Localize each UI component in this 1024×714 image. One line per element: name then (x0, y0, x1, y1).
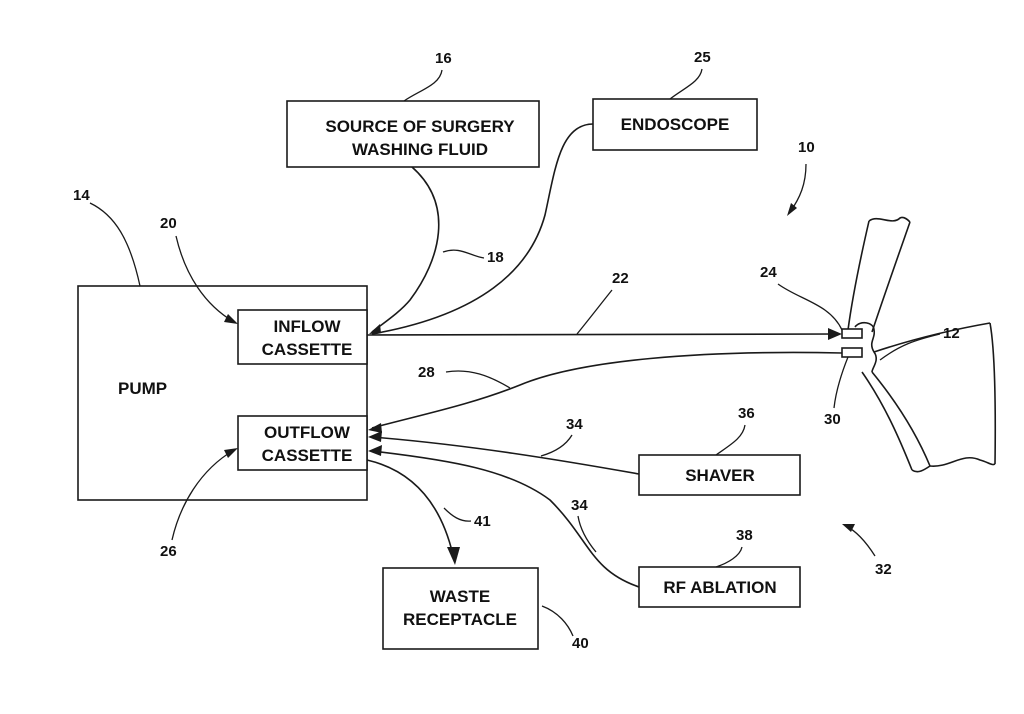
source-to-inflow-arrowhead (369, 324, 381, 334)
inflow-label-line2: CASSETTE (262, 340, 353, 359)
ref-16-leader (403, 69, 443, 102)
ref-16: 16 (435, 50, 452, 67)
ref-26: 26 (160, 543, 177, 560)
ref-24: 24 (760, 264, 777, 281)
inflow-port (841, 328, 863, 339)
ref-25: 25 (694, 49, 711, 66)
ref-25-leader (669, 68, 703, 100)
ref-40-leader (541, 605, 574, 637)
port-to-outflow-arrowhead (368, 423, 382, 433)
inflow-cassette-box: INFLOW CASSETTE (237, 309, 368, 365)
ref-20-leader (175, 235, 235, 323)
outflow-label-line2: CASSETTE (262, 446, 353, 465)
ref-28-leader (445, 370, 511, 389)
ref-20-arrowhead (224, 314, 238, 324)
source-box: SOURCE OF SURGERY WASHING FLUID (286, 100, 540, 168)
endoscope-to-inflow-line (371, 123, 594, 335)
rf-ablation-box: RF ABLATION (638, 566, 801, 608)
endoscope-box: ENDOSCOPE (592, 98, 758, 151)
ref-22-leader (576, 289, 613, 335)
ref-38: 38 (736, 527, 753, 544)
inflow-to-port-arrowhead (828, 328, 842, 340)
ref-12-leader (879, 333, 941, 361)
ref-34-lower-leader (577, 515, 597, 553)
ref-14-leader (89, 202, 141, 287)
shaver-to-outflow-arrowhead (368, 431, 382, 442)
inflow-label-line1: INFLOW (273, 317, 341, 336)
ref-22: 22 (612, 270, 629, 287)
ref-41-leader (443, 507, 472, 522)
ref-18-leader (442, 249, 485, 259)
ref-10-arrowhead (787, 203, 797, 216)
ref-26-leader (171, 449, 235, 541)
ref-34-lower: 34 (571, 497, 588, 514)
outflow-to-waste-arrowhead (447, 547, 460, 565)
source-label-line1: SOURCE OF SURGERY (325, 117, 515, 136)
ref-41: 41 (474, 513, 491, 530)
outflow-port (841, 347, 863, 358)
ref-30-leader (833, 356, 849, 409)
inflow-to-port-line (366, 333, 839, 336)
ref-26-arrowhead (224, 448, 238, 458)
ref-38-leader (715, 546, 743, 568)
ref-32: 32 (875, 561, 892, 578)
ref-20: 20 (160, 215, 177, 232)
source-to-inflow-line (371, 166, 440, 333)
shaver-to-outflow-line (371, 436, 640, 475)
ref-34-upper: 34 (566, 416, 583, 433)
ref-36-leader (715, 424, 746, 456)
waste-label-line1: WASTE (430, 587, 490, 606)
ref-12: 12 (943, 325, 960, 342)
outflow-label-line1: OUTFLOW (264, 423, 351, 442)
pump-label: PUMP (118, 379, 167, 398)
ref-28: 28 (418, 364, 435, 381)
shaver-label: SHAVER (685, 466, 755, 485)
outflow-to-waste-line (366, 459, 454, 556)
port-to-outflow-line (371, 351, 843, 429)
rf-ablation-label: RF ABLATION (663, 578, 776, 597)
rf-to-outflow-line (371, 450, 640, 588)
tissue-shape (847, 216, 997, 473)
ref-36: 36 (738, 405, 755, 422)
ref-18: 18 (487, 249, 504, 266)
shaver-box: SHAVER (638, 454, 801, 496)
ref-10: 10 (798, 139, 815, 156)
ref-30: 30 (824, 411, 841, 428)
ref-34-upper-leader (540, 434, 573, 457)
waste-label-line2: RECEPTACLE (403, 610, 517, 629)
ref-24-leader (777, 283, 843, 331)
ref-32-arrowhead (842, 524, 855, 532)
outflow-cassette-box: OUTFLOW CASSETTE (237, 415, 368, 471)
endoscope-label: ENDOSCOPE (621, 115, 730, 134)
source-label-line2: WASHING FLUID (352, 140, 488, 159)
rf-to-outflow-arrowhead (368, 445, 382, 456)
ref-40: 40 (572, 635, 589, 652)
ref-14: 14 (73, 187, 90, 204)
waste-receptacle-box: WASTE RECEPTACLE (382, 567, 539, 650)
